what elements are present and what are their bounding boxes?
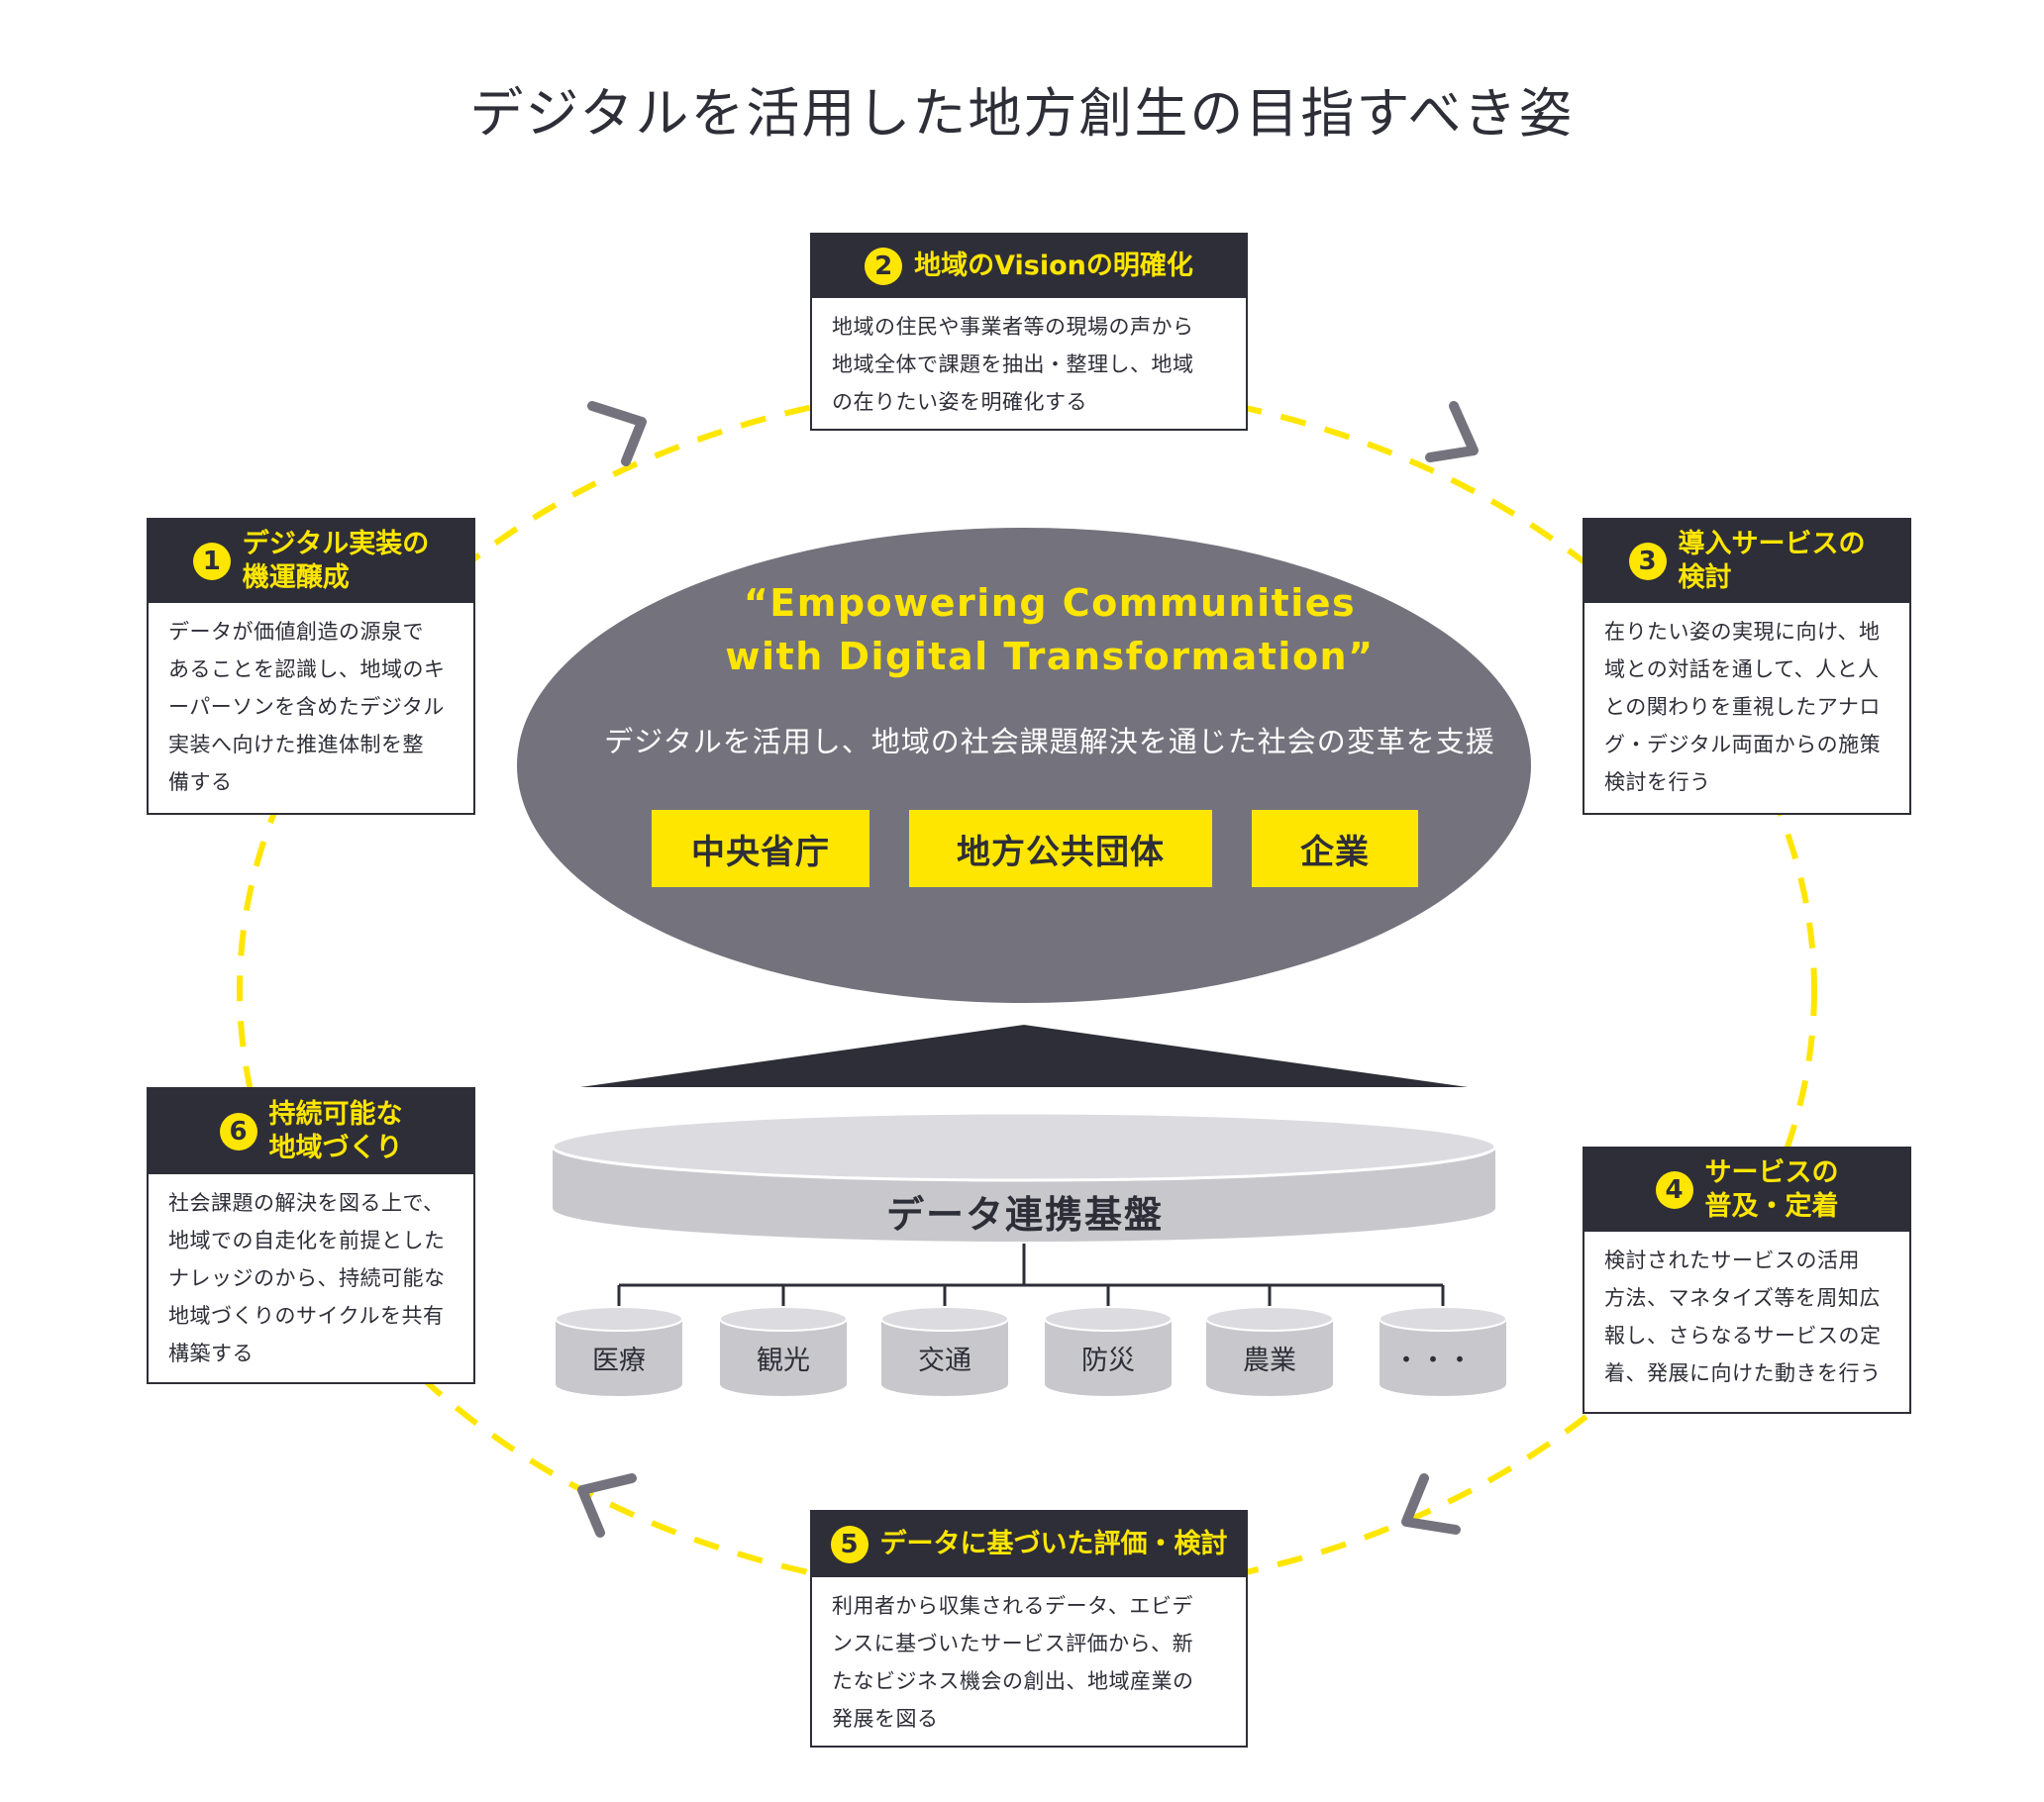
page-title: デジタルを活用した地方創生の目指すべき姿	[469, 82, 1575, 145]
step-5-number: 5	[830, 1526, 869, 1563]
step-4-number: 4	[1655, 1171, 1693, 1209]
step-3-header: 3 導入サービスの 検討	[1584, 520, 1909, 603]
step-5-description: 利用者から収集されるデータ、エビデ ンスに基づいたサービス評価から、新 たなビジ…	[832, 1594, 1194, 1731]
domain-label-more: ・・・	[1392, 1346, 1474, 1376]
step-3-description: 在りたい姿の実現に向け、地 域との対話を通して、人と人 との関わりを重視したアナ…	[1604, 620, 1882, 794]
domain-cylinder-top	[1379, 1306, 1507, 1332]
cycle-arrow-top-right	[1425, 401, 1479, 462]
step-5-header: 5 データに基づいた評価・検討	[812, 1512, 1246, 1577]
actor-central-government: 中央省庁	[652, 810, 869, 887]
domain-cylinder-side	[1206, 1319, 1333, 1396]
step-2-header: 2 地域のVisionの明確化	[812, 235, 1246, 298]
step-2-description: 地域の住民や事業者等の現場の声から 地域全体で課題を抽出・整理し、地域 の在りた…	[832, 315, 1194, 414]
step-4-box: 4 サービスの 普及・定着 検討されたサービスの活用 方法、マネタイズ等を周知広…	[1583, 1147, 1911, 1414]
step-6-header: 6 持続可能な 地域づくり	[149, 1089, 473, 1174]
domain-label-disaster: 防災	[1081, 1346, 1135, 1376]
actor-local-government: 地方公共団体	[909, 810, 1212, 887]
step-4-description: 検討されたサービスの活用 方法、マネタイズ等を周知広 報し、さらなるサービスの定…	[1604, 1249, 1882, 1385]
platform-connectors	[617, 1244, 1445, 1307]
domain-cylinder-top	[1044, 1306, 1173, 1332]
step-6-number: 6	[219, 1113, 257, 1151]
cycle-arrow-top-left	[587, 401, 647, 466]
domain-cylinder-side	[1045, 1319, 1172, 1396]
domain-cylinder	[880, 1306, 1009, 1396]
step-4-header: 4 サービスの 普及・定着	[1584, 1149, 1909, 1232]
domain-cylinder-top	[719, 1306, 848, 1332]
data-platform-label: データ連携基盤	[885, 1193, 1164, 1237]
step-1-header: 1 デジタル実装の 機運醸成	[149, 520, 473, 603]
domain-cylinder	[1205, 1306, 1334, 1396]
domain-label-transport: 交通	[918, 1346, 971, 1376]
step-6-box: 6 持続可能な 地域づくり 社会課題の解決を図る上で、 地域での自走化を前提とし…	[147, 1087, 475, 1384]
step-6-title: 持続可能な 地域づくり	[268, 1099, 403, 1163]
step-2-title: 地域のVisionの明確化	[914, 250, 1193, 282]
step-6-description: 社会課題の解決を図る上で、 地域での自走化を前提とした ナレッジのから、持続可能…	[168, 1191, 446, 1365]
step-5-title: データに基づいた評価・検討	[879, 1529, 1228, 1560]
domain-label-tourism: 観光	[757, 1346, 810, 1376]
domain-cylinder	[1044, 1306, 1173, 1396]
step-3-number: 3	[1628, 543, 1667, 580]
domain-cylinders	[555, 1306, 1507, 1396]
domain-cylinder-side	[881, 1319, 1008, 1396]
step-2-number: 2	[865, 248, 903, 285]
step-3-title: 導入サービスの 検討	[1678, 529, 1866, 593]
step-2-box: 2 地域のVisionの明確化 地域の住民や事業者等の現場の声から 地域全体で課…	[810, 233, 1248, 431]
domain-cylinder-side	[1380, 1319, 1506, 1396]
actor-enterprise: 企業	[1252, 810, 1418, 887]
step-3-box: 3 導入サービスの 検討 在りたい姿の実現に向け、地 域との対話を通して、人と人…	[1583, 518, 1911, 815]
domain-cylinder-side	[720, 1319, 847, 1396]
step-1-description: データが価値創造の源泉で あることを認識し、地域のキ ーパーソンを含めたデジタル…	[168, 620, 446, 794]
domain-cylinder	[719, 1306, 848, 1396]
vision-tagline: “Empowering Communities with Digital Tra…	[725, 581, 1375, 678]
platform-disk-top	[551, 1111, 1497, 1182]
step-1-title: デジタル実装の 機運醸成	[242, 529, 430, 593]
step-1-box: 1 デジタル実装の 機運醸成 データが価値創造の源泉で あることを認識し、地域の…	[147, 518, 475, 815]
step-4-title: サービスの 普及・定着	[1704, 1157, 1839, 1222]
domain-label-medical: 医療	[592, 1346, 646, 1376]
step-5-box: 5 データに基づいた評価・検討 利用者から収集されるデータ、エビデ ンスに基づい…	[810, 1510, 1248, 1748]
step-1-number: 1	[192, 543, 231, 580]
domain-label-agriculture: 農業	[1243, 1346, 1296, 1376]
roof-triangle	[580, 1025, 1468, 1087]
domain-cylinder-top	[880, 1306, 1009, 1332]
cycle-arrow-bottom-right	[1401, 1473, 1461, 1535]
cycle-arrow-bottom-left	[577, 1473, 637, 1538]
domain-cylinder	[1379, 1306, 1507, 1396]
domain-cylinder-top	[555, 1306, 683, 1332]
domain-cylinder	[555, 1306, 683, 1396]
mission-statement: デジタルを活用し、地域の社会課題解決を通じた社会の変革を支援	[604, 725, 1495, 758]
domain-cylinder-top	[1205, 1306, 1334, 1332]
domain-cylinder-side	[556, 1319, 682, 1396]
